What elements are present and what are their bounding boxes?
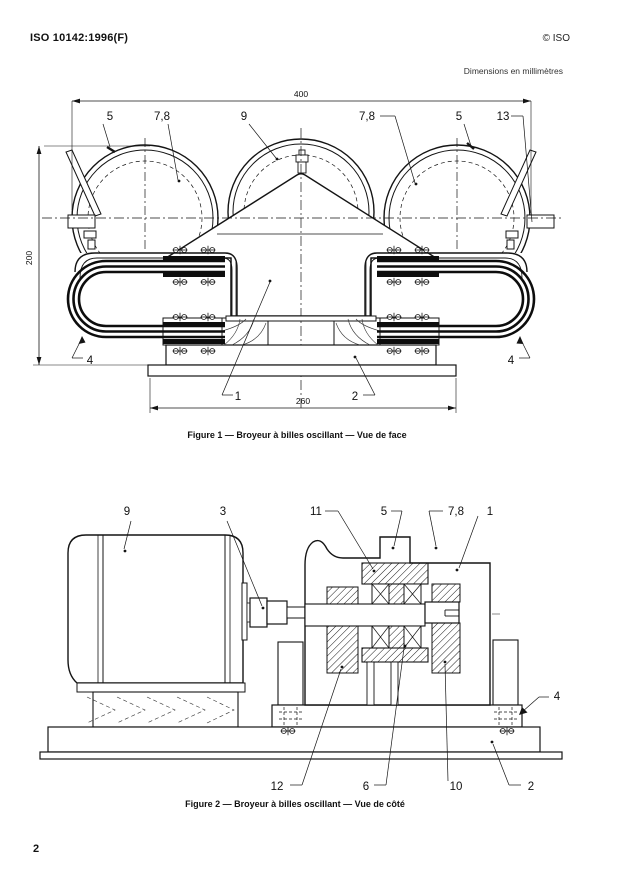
fig1-label-base: 2 [352,391,358,403]
fig2-label-eccentric-right: 10 [450,781,463,793]
support-post-right [492,639,519,706]
motor [67,534,246,693]
fig2-label-motor: 9 [124,506,130,518]
bearing-assembly [361,562,429,706]
sole-plate [39,751,563,760]
dim-400-value: 400 [294,89,308,99]
dimension-200: 200 [24,145,150,366]
anchor-bolts [279,707,517,726]
coupling [241,582,306,641]
figure2-labels: 9 3 11 5 7,8 1 4 12 6 10 2 [124,506,561,793]
sole-plate [147,364,457,377]
figure2-leaders [123,510,549,786]
figure1-drawing: 400 200 260 [24,89,580,413]
leaf-spring-right [377,259,536,339]
fig2-label-lid: 7,8 [448,506,464,518]
figure1-leaders [71,115,533,396]
fig2-label-bearing-top: 11 [310,506,322,518]
shaft-end [424,601,460,624]
fig2-label-housing: 1 [487,506,493,518]
fig1-label-spring-right: 4 [508,355,515,367]
document-number: ISO 10142:1996(F) [30,32,129,44]
copyright-notice: © ISO [542,33,570,44]
figure1-caption: Figure 1 — Broyeur à billes oscillant — … [187,430,407,440]
fig1-label-lid-left: 7,8 [154,111,170,123]
motor-wood-block [86,691,239,728]
figure2-caption: Figure 2 — Broyeur à billes oscillant — … [185,799,405,809]
fig1-label-cover: 9 [241,111,247,123]
dimension-260: 260 [149,378,457,413]
fig2-label-post: 5 [381,506,387,518]
fig1-label-clamp: 13 [497,111,510,123]
page-number: 2 [33,843,40,855]
fig1-label-lid-right: 7,8 [359,111,375,123]
fig2-label-eccentric-left: 12 [271,781,284,793]
fig2-label-support: 4 [554,691,561,703]
fig2-label-base-plate: 2 [528,781,534,793]
dim-200-value: 200 [24,251,34,265]
fig1-label-jar-right: 5 [456,111,462,123]
figure2-drawing: 9 3 11 5 7,8 1 4 12 6 10 2 [39,506,563,793]
fig2-label-bearing: 6 [363,781,369,793]
spring-clamp-plates [163,256,439,344]
eccentric-right [431,583,461,674]
fig1-label-spring-left: 4 [87,355,94,367]
base-rail [271,704,523,728]
dim-260-value: 260 [296,396,310,406]
fig1-label-jar-left: 5 [107,111,113,123]
main-shaft [304,603,426,627]
clamp-lever-left [65,149,102,250]
wood-grain-right [335,318,381,346]
eccentric-left [326,586,359,674]
dimensions-note: Dimensions en millimètres [463,66,563,76]
support-post-left [277,641,304,706]
fig2-label-coupling: 3 [220,506,226,518]
figure1-labels: 5 7,8 9 7,8 5 13 4 1 2 4 [87,111,515,403]
fig1-label-body: 1 [235,391,241,403]
dimension-400: 400 [71,89,532,213]
leaf-spring-left [66,259,225,339]
grease-fitting [295,149,309,174]
pedestal-block [165,344,437,366]
